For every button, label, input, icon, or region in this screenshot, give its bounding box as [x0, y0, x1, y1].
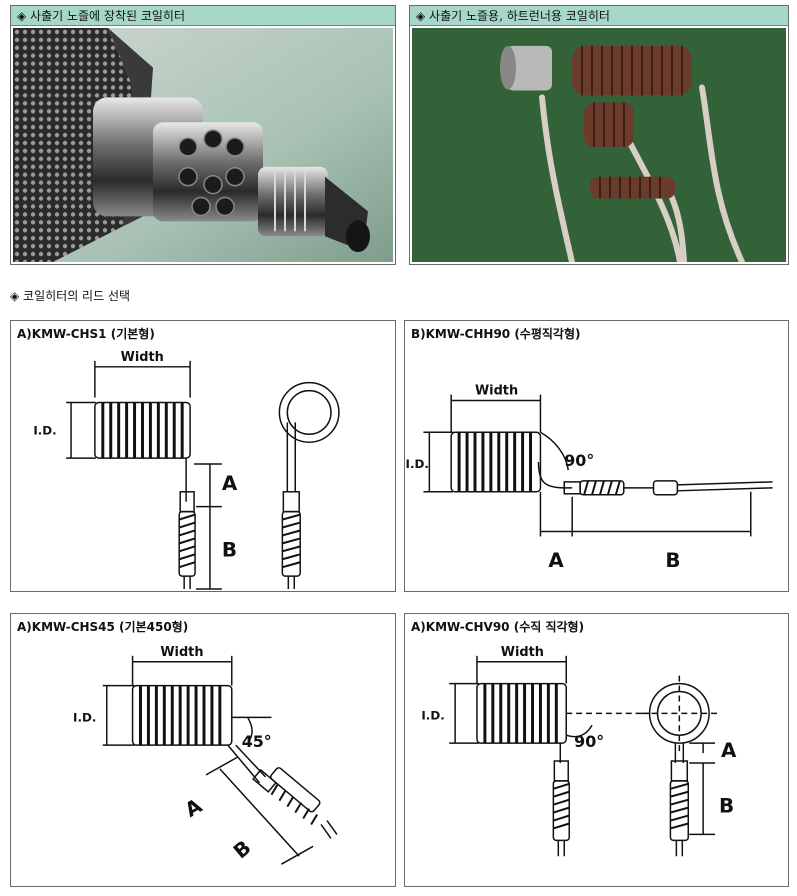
- diagram-chh90: Width I.D. 90° A B: [405, 343, 788, 591]
- photo-title-nozzle: ◈ 사출기 노즐에 장착된 코일히터: [11, 6, 395, 26]
- diagram-chv90: Width I.D. 90° A B: [405, 636, 788, 886]
- section-title-lead-selection: ◈ 코일히터의 리드 선택: [10, 289, 131, 303]
- diagram-chs45: Width I.D. 45° A B: [11, 636, 395, 886]
- diagram-panel-chs45: A)KMW-CHS45 (기본450형): [10, 613, 396, 887]
- diagram-panel-chv90: A)KMW-CHV90 (수직 직각형): [404, 613, 789, 887]
- dimension-a-label: A: [721, 739, 737, 762]
- photo-panel-nozzle: ◈ 사출기 노즐에 장착된 코일히터: [10, 5, 396, 265]
- dimension-a-label: A: [181, 794, 206, 822]
- diagram-label-chh90: B)KMW-CHH90 (수평직각형): [411, 327, 581, 341]
- dimension-a-label: A: [222, 472, 238, 495]
- dimension-b-label: B: [665, 549, 680, 572]
- width-label: Width: [475, 384, 518, 399]
- diagram-panel-chs1: A)KMW-CHS1 (기본형): [10, 320, 396, 592]
- id-label: I.D.: [421, 708, 444, 722]
- angle-label: 90°: [564, 451, 594, 470]
- dimension-a-label: A: [548, 549, 564, 572]
- angle-label: 45°: [242, 732, 272, 751]
- photo-nozzle-heater: [13, 28, 393, 262]
- diagram-label-chs45: A)KMW-CHS45 (기본450형): [17, 620, 189, 634]
- width-label: Width: [501, 645, 544, 660]
- id-label: I.D.: [406, 457, 429, 471]
- diagram-label-chv90: A)KMW-CHV90 (수직 직각형): [411, 620, 585, 634]
- dimension-b-label: B: [229, 836, 255, 863]
- dimension-b-label: B: [719, 795, 734, 818]
- dimension-b-label: B: [222, 538, 237, 561]
- diagram-label-chs1: A)KMW-CHS1 (기본형): [17, 327, 155, 341]
- photo-title-hotrunner: ◈ 사출기 노즐용, 하트런너용 코일히터: [410, 6, 788, 26]
- photo-coil-heaters: [412, 28, 786, 262]
- diagram-panel-chh90: B)KMW-CHH90 (수평직각형): [404, 320, 789, 592]
- photo-panel-hotrunner: ◈ 사출기 노즐용, 하트런너용 코일히터: [409, 5, 789, 265]
- width-label: Width: [121, 350, 164, 365]
- diagram-chs1: Width I.D. A B: [11, 343, 395, 591]
- width-label: Width: [160, 645, 203, 660]
- id-label: I.D.: [73, 710, 96, 724]
- id-label: I.D.: [33, 423, 56, 437]
- angle-label: 90°: [574, 732, 604, 751]
